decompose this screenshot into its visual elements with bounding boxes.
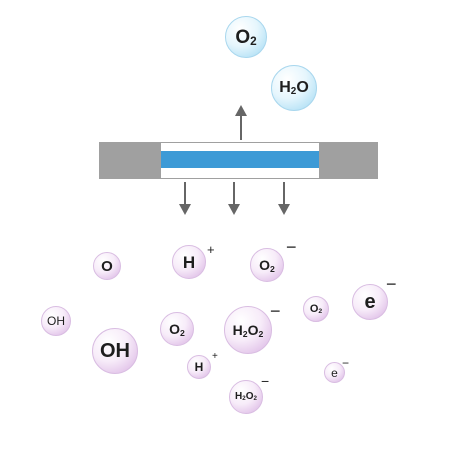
species-o2-small: O2 [303, 296, 329, 322]
charge-h2o2-minus-1: − [270, 301, 281, 321]
formula-oh-small: OH [47, 314, 65, 328]
species-h2o2-minus-1: H2O2 [224, 306, 272, 354]
formula-o: O [101, 257, 113, 275]
charge-h-plus-1: + [207, 242, 215, 257]
charge-e-minus-1: − [386, 274, 397, 294]
formula-e-minus-1: e [364, 291, 376, 313]
formula-o2-neutral: O2 [169, 321, 185, 338]
species-oh-large: OH [92, 328, 138, 374]
formula-h-plus-1: H [182, 252, 196, 272]
formula-h2o-top: H2O [279, 79, 309, 97]
charge-e-minus-2: − [342, 356, 350, 370]
arrow-down-3 [278, 182, 290, 215]
species-e-minus-2: e [324, 362, 345, 383]
species-h-plus-2: H [187, 355, 211, 379]
charge-h-plus-2: + [212, 351, 218, 362]
arrow-up [235, 105, 247, 140]
arrow-down-1 [179, 182, 191, 215]
species-h-plus-1: H [172, 245, 206, 279]
formula-e-minus-2: e [331, 365, 338, 380]
species-h2o2-minus-2: H2O2 [229, 380, 263, 414]
formula-h2o2-minus-2: H2O2 [235, 391, 257, 403]
charge-h2o2-minus-2: − [261, 373, 270, 389]
formula-oh-large: OH [100, 340, 130, 362]
species-o2-minus-1: O2 [250, 248, 284, 282]
formula-h2o2-minus-1: H2O2 [232, 322, 264, 339]
species-o2-neutral: O2 [160, 312, 194, 346]
membrane-film [161, 151, 319, 168]
species-o: O [93, 252, 121, 280]
molecule-h2o-top: H2O [271, 65, 317, 111]
species-oh-small: OH [41, 306, 71, 336]
formula-o2-minus-1: O2 [259, 257, 275, 274]
molecule-o2-top: O2 [225, 16, 267, 58]
formula-o2-top: O2 [235, 26, 257, 48]
formula-o2-small: O2 [309, 302, 323, 315]
arrow-down-2 [228, 182, 240, 215]
formula-h-plus-2: H [194, 360, 204, 374]
charge-o2-minus-1: − [286, 237, 297, 257]
species-e-minus-1: e [352, 284, 388, 320]
